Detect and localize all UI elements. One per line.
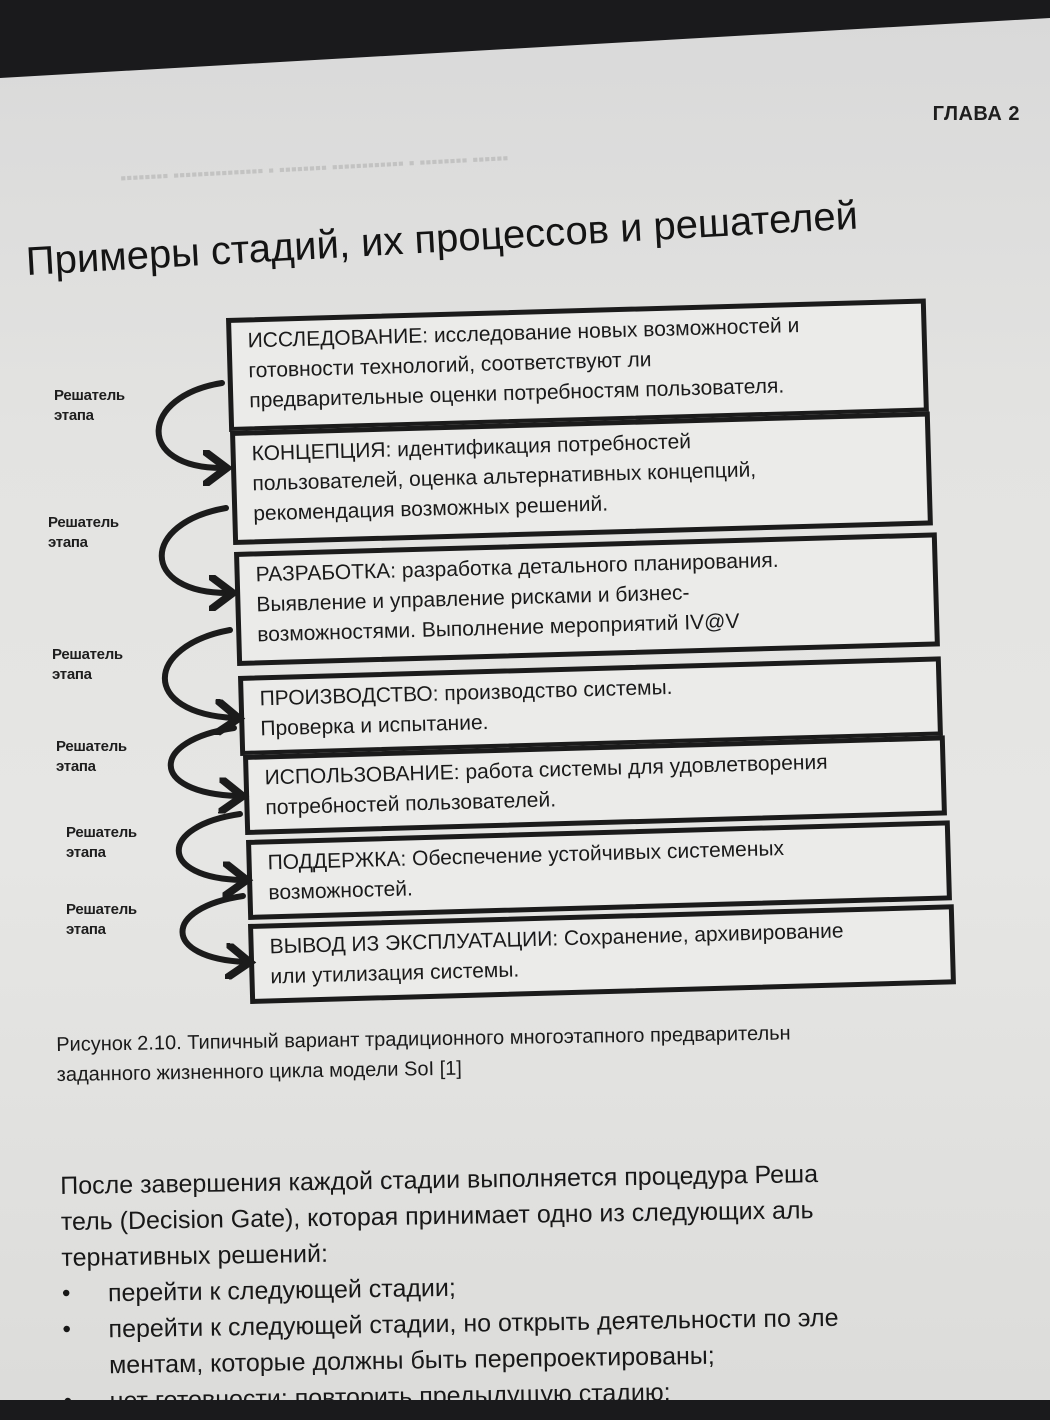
gate-label-1: Решатель этапа	[54, 386, 125, 426]
gate-label-line: Решатель	[66, 901, 137, 918]
gate-label-line: Решатель	[48, 514, 119, 531]
gate-label-line: Решатель	[56, 738, 127, 755]
body-text: После завершения каждой стадии выполняет…	[60, 1152, 1050, 1415]
gate-label-line: Решатель	[52, 646, 123, 663]
gate-arrow-6	[179, 893, 245, 962]
gate-label-5: Решатель этапа	[66, 823, 137, 863]
gate-arrow-4	[167, 725, 238, 796]
bullet-icon: •	[61, 1279, 71, 1307]
gate-label-4: Решатель этапа	[56, 737, 127, 777]
gate-arrow-3	[161, 627, 234, 718]
gate-label-line: этапа	[52, 666, 92, 683]
gate-arrow-2	[158, 505, 228, 593]
gate-label-line: этапа	[56, 758, 96, 775]
paragraph: После завершения каждой стадии выполняет…	[60, 1152, 1050, 1276]
gate-label-line: этапа	[54, 407, 94, 424]
gate-label-line: этапа	[48, 534, 88, 551]
bullet-icon: •	[63, 1387, 73, 1415]
chapter-header: ГЛАВА 2	[932, 103, 1020, 125]
figure-caption: Рисунок 2.10. Типичный вариант традицион…	[56, 1014, 1047, 1090]
gate-arrow-1	[155, 380, 222, 468]
gate-arrow-5	[175, 811, 242, 880]
bullet-list: • перейти к следующей стадии; • перейти …	[61, 1260, 1050, 1415]
book-page: ▪▪▪▪▪▪ ▪▪▪▪▪▪▪▪ ▪ ▪▪▪▪▪▪▪▪▪▪▪▪ ▪▪▪▪▪▪▪▪ …	[0, 18, 1050, 1400]
gate-label-line: этапа	[66, 844, 106, 861]
gate-label-line: Решатель	[54, 387, 125, 404]
gate-label-2: Решатель этапа	[48, 513, 119, 553]
gate-label-line: этапа	[66, 921, 106, 938]
gate-label-6: Решатель этапа	[66, 900, 137, 940]
bullet-icon: •	[62, 1315, 72, 1343]
gate-label-3: Решатель этапа	[52, 645, 123, 685]
gate-label-line: Решатель	[66, 824, 137, 841]
decision-gate-arrows	[155, 380, 1050, 1018]
